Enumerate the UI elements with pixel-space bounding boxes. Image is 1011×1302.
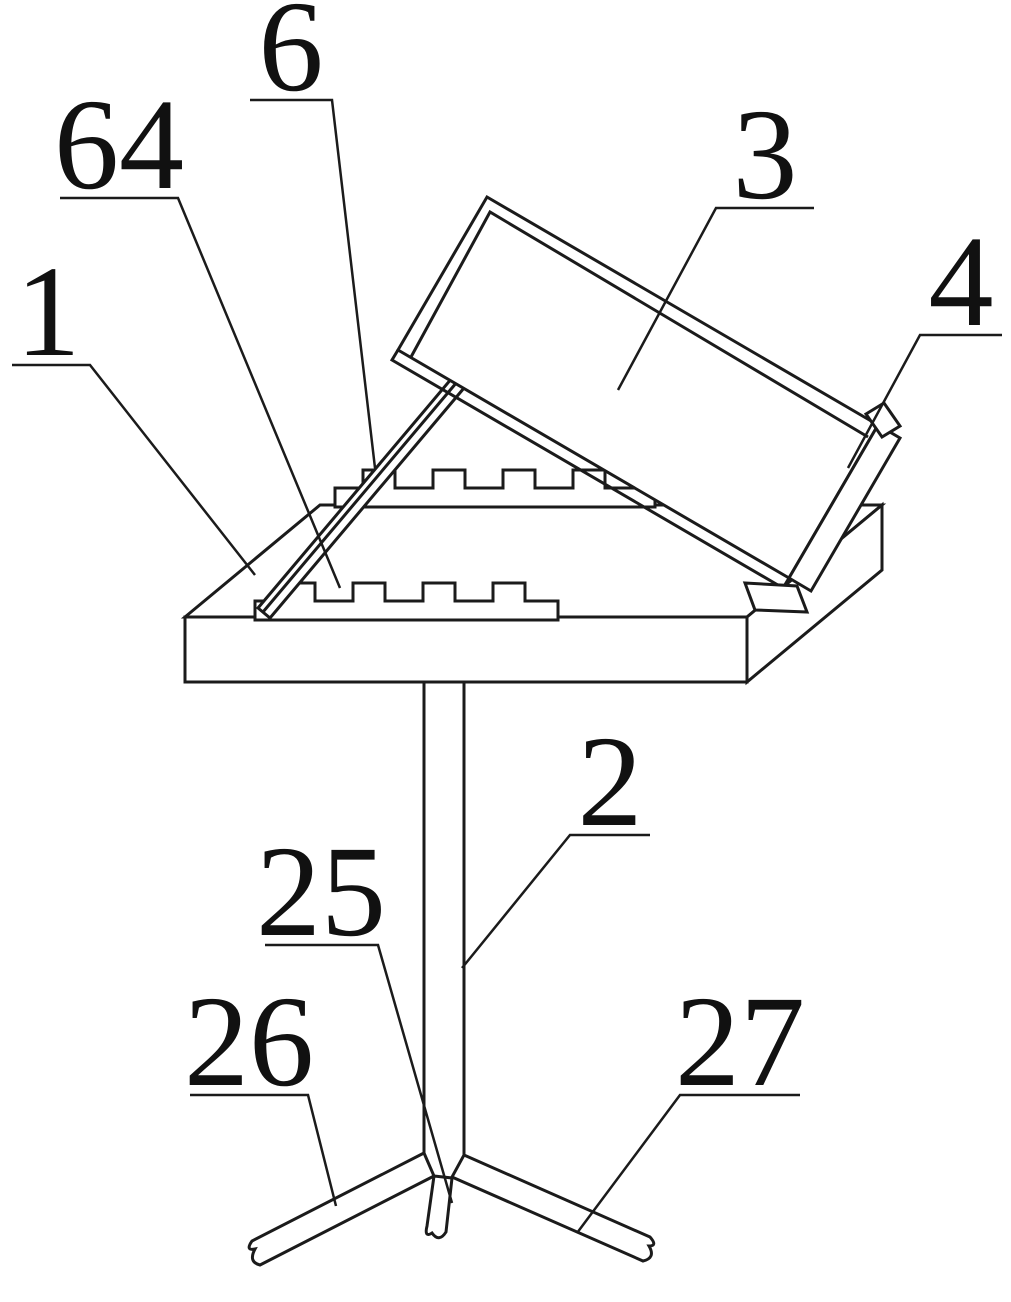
lip-foot: [742, 581, 810, 614]
leader-1: [12, 363, 256, 576]
leader-lines: [12, 98, 1002, 1234]
leader-4: [846, 333, 1002, 469]
ref-label-1: 1: [16, 240, 81, 384]
ref-label-27: 27: [675, 970, 805, 1114]
stand-pole: [422, 682, 466, 1158]
strut-inner-line: [261, 381, 459, 613]
leader-64: [60, 196, 342, 589]
ref-label-64: 64: [54, 73, 184, 217]
leader-3: [616, 206, 814, 391]
base-legs: [247, 1150, 656, 1267]
platform-front-face: [183, 615, 749, 684]
panel-inner-border: [409, 209, 869, 439]
leader-6: [250, 98, 377, 469]
panel-underside-edge: [389, 349, 791, 591]
ref-label-6: 6: [259, 0, 324, 119]
edge-lip: [742, 400, 903, 614]
ref-label-2: 2: [578, 710, 643, 854]
leader-27: [575, 1093, 800, 1234]
ref-label-4: 4: [929, 210, 994, 354]
ref-label-26: 26: [184, 970, 314, 1114]
center-broken-stub: [424, 1174, 454, 1240]
reference-numerals: 6 64 1 3 4 2 25 26 27: [16, 0, 994, 1114]
leader-26: [190, 1093, 338, 1207]
right-leg: [449, 1153, 656, 1263]
leader-2: [461, 833, 650, 969]
leader-25: [265, 943, 454, 1204]
ref-label-25: 25: [256, 820, 386, 964]
left-leg: [247, 1150, 436, 1267]
lip-end-cap: [863, 400, 903, 440]
lip-strip: [786, 422, 903, 594]
ref-label-3: 3: [733, 83, 798, 227]
